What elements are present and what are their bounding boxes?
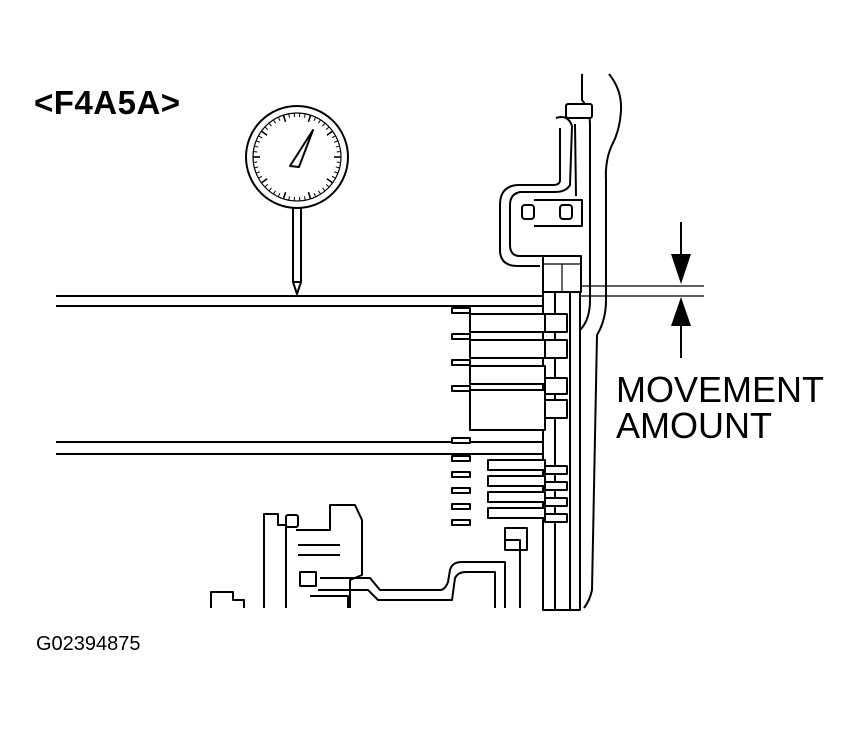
dial-tick xyxy=(307,191,312,200)
clutch-pack xyxy=(451,291,581,611)
plate-tab xyxy=(451,519,471,526)
dial-tick xyxy=(260,178,268,184)
dial-tick xyxy=(325,184,330,188)
dial-tick xyxy=(326,178,334,184)
dial-probe-tip xyxy=(292,281,302,295)
dial-tick xyxy=(253,150,258,153)
figure-code: G02394875 xyxy=(36,633,141,655)
dial-tick xyxy=(304,113,306,118)
plate-tab xyxy=(451,503,471,510)
dial-tick xyxy=(277,116,281,122)
dial-tick xyxy=(304,196,306,201)
dial-tick xyxy=(282,114,287,123)
model-title: <F4A5A> xyxy=(34,84,181,121)
dial-tick xyxy=(255,171,260,174)
arrow-up-icon xyxy=(671,297,691,326)
dial-tick xyxy=(273,190,276,195)
dial-tick xyxy=(268,122,272,127)
dial-tick xyxy=(331,175,336,179)
dial-tick xyxy=(307,114,312,123)
plate-tab xyxy=(451,437,471,444)
retainer-upper xyxy=(499,116,583,293)
movement-arrows xyxy=(671,222,691,358)
dial-tick xyxy=(264,184,269,188)
dial-tick xyxy=(258,135,263,139)
dial-tick xyxy=(318,119,321,124)
dial-tick xyxy=(260,130,268,136)
dial-tick xyxy=(318,190,321,195)
dial-tick xyxy=(282,191,287,200)
dial-tick xyxy=(313,192,317,198)
dial-stem xyxy=(292,207,302,283)
plate-tab xyxy=(451,359,471,366)
dial-tick xyxy=(322,122,326,127)
arrow-down-icon xyxy=(671,254,691,284)
dial-tick xyxy=(335,166,340,169)
dial-tick xyxy=(253,161,258,164)
dial-tick xyxy=(268,187,272,192)
dial-tick xyxy=(336,161,341,164)
plate-tab xyxy=(451,307,471,314)
callout-label-line2: AMOUNT xyxy=(616,405,772,446)
dial-tick xyxy=(325,126,330,130)
plate-tab xyxy=(451,455,471,462)
dial-tick xyxy=(258,175,263,179)
dial-tick xyxy=(277,192,281,198)
dial-indicator xyxy=(245,105,349,295)
dial-ticks xyxy=(253,113,341,201)
dial-tick xyxy=(322,187,326,192)
plate-tab xyxy=(451,487,471,494)
dial-tick xyxy=(264,126,269,130)
plate-tab xyxy=(451,385,471,392)
dial-tick xyxy=(331,135,336,139)
dial-tick xyxy=(334,171,339,174)
dial-tick xyxy=(335,145,340,148)
dial-tick xyxy=(255,140,260,143)
dial-tick xyxy=(334,140,339,143)
dial-tick xyxy=(288,196,290,201)
lower-hub-assembly xyxy=(210,504,521,608)
plate-tab xyxy=(451,471,471,478)
dial-tick xyxy=(288,113,290,118)
dial-tick xyxy=(313,116,317,122)
dial-tick xyxy=(273,119,276,124)
dial-tick xyxy=(336,150,341,153)
plate-tab xyxy=(451,333,471,340)
transmission-case xyxy=(565,73,623,609)
callout-label-line1: MOVEMENT xyxy=(616,369,825,410)
dial-tick xyxy=(254,145,259,148)
dial-tick xyxy=(254,166,259,169)
dial-tick xyxy=(326,130,334,136)
dial-needle xyxy=(289,129,314,168)
